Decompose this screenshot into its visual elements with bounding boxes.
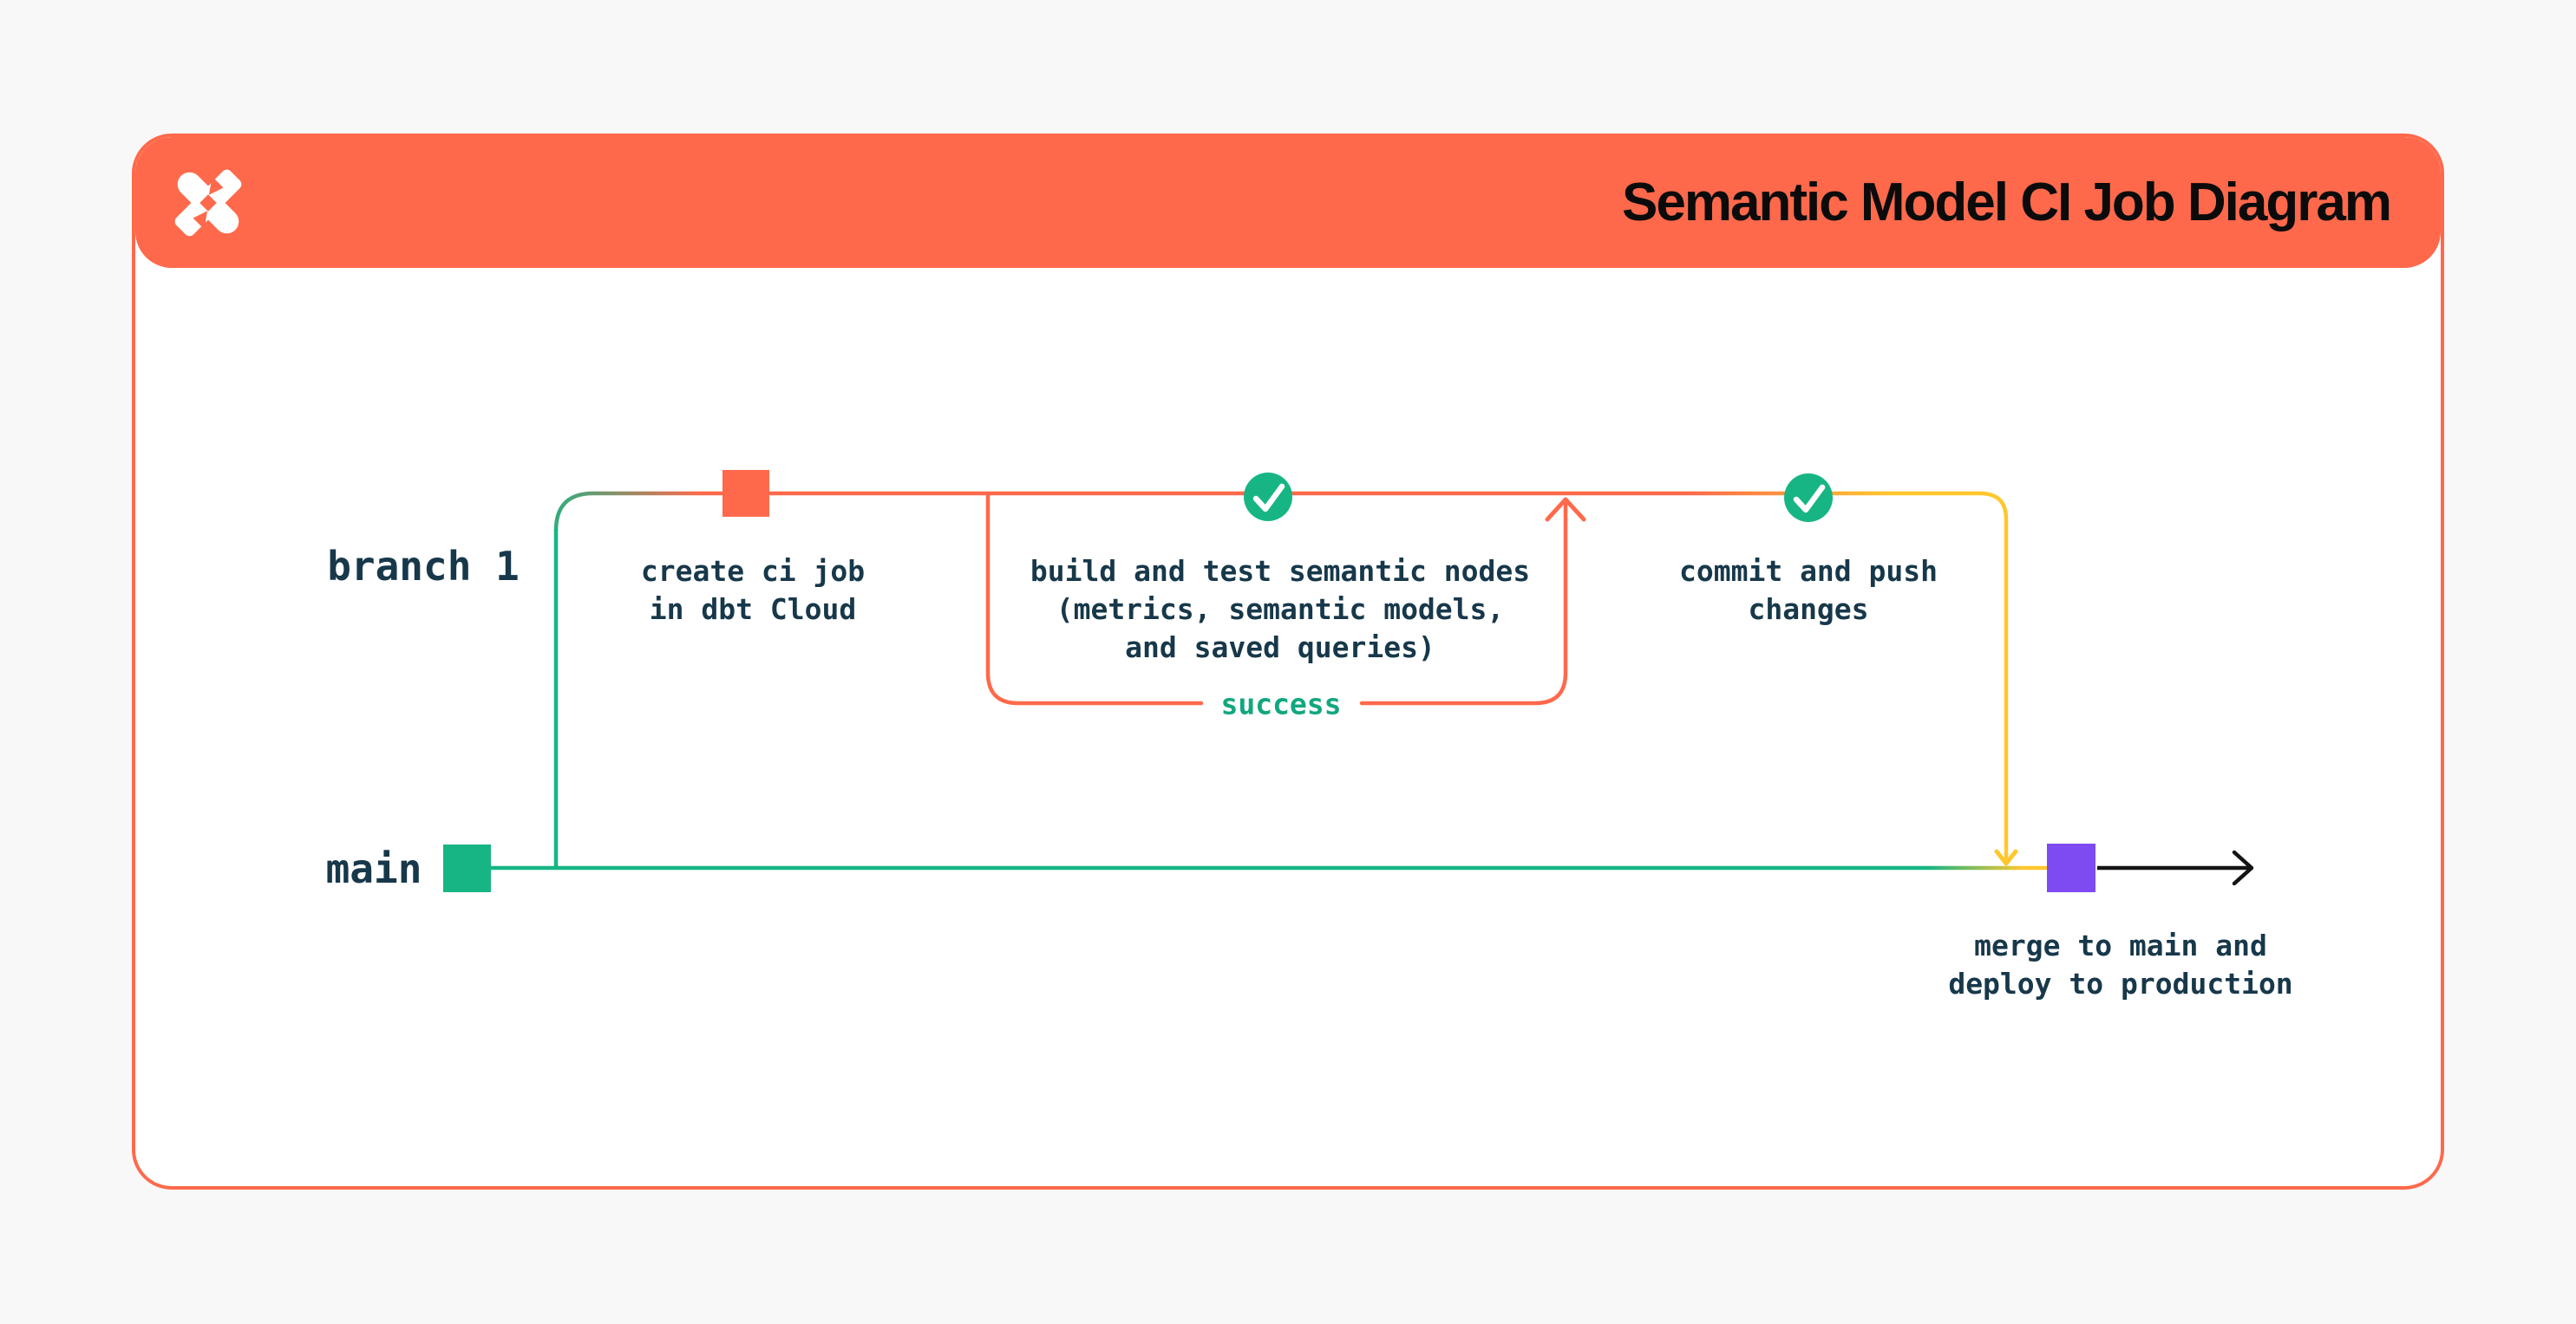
success-bracket-right	[1359, 502, 1568, 706]
merge-commit-marker	[2047, 844, 2095, 892]
main-commit-marker	[443, 845, 491, 892]
build-test-label: build and test semantic nodes (metrics, …	[1030, 554, 1531, 664]
success-label: success	[1220, 687, 1342, 721]
main-lane-label: main	[325, 845, 422, 892]
build-test-check-icon	[1244, 473, 1292, 521]
commit-push-check-icon	[1784, 473, 1833, 522]
page-title: Semantic Model CI Job Diagram	[1622, 173, 2392, 232]
branch-line	[553, 491, 1893, 532]
success-bracket-left	[985, 492, 1204, 706]
branch-lane-label: branch 1	[327, 543, 520, 590]
merge-deploy-label: merge to main and deploy to production	[1948, 929, 2293, 1001]
dbt-logo-icon	[174, 169, 242, 236]
merge-arrowhead-icon	[1994, 849, 2018, 866]
production-arrowhead-icon	[2232, 850, 2254, 886]
commit-push-label: commit and push changes	[1678, 554, 1939, 626]
success-arrowhead-icon	[1545, 497, 1586, 522]
diagram-card: Semantic Model CI Job Diagram	[132, 134, 2444, 1190]
create-ci-commit-marker	[722, 470, 769, 517]
merge-line	[1893, 491, 2009, 860]
header-bar: Semantic Model CI Job Diagram	[135, 137, 2441, 268]
create-ci-job-label: create ci job in dbt Cloud	[640, 554, 866, 626]
